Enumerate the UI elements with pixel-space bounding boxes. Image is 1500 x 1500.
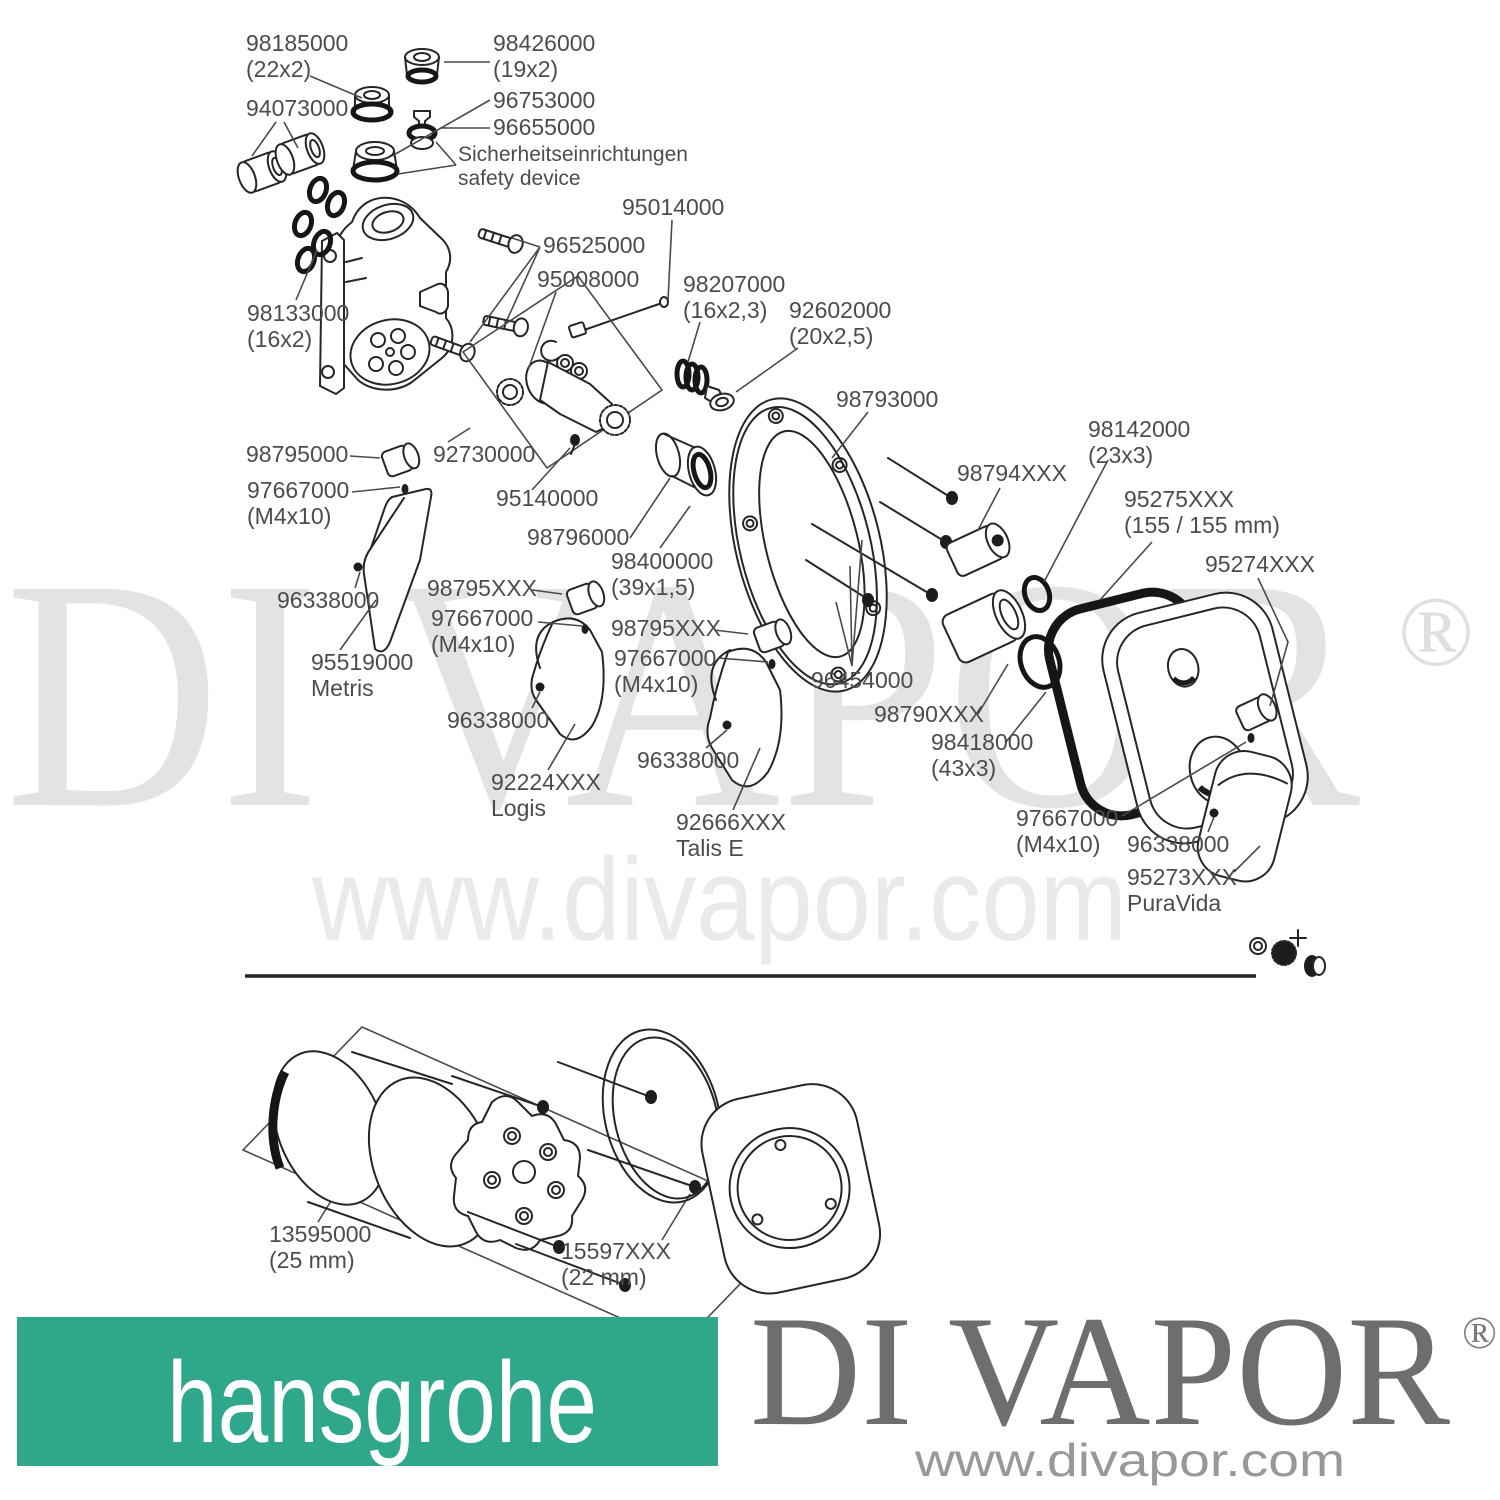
- bushing-94073000-drawing: [236, 132, 326, 194]
- cylinder-98794xxx-drawing: [945, 522, 1011, 577]
- hansgrohe-logo-background: [17, 1317, 718, 1466]
- cap-98795xxx-logis-drawing: [565, 580, 606, 616]
- part-label-98795xxx-logis: 98795XXX: [427, 575, 537, 601]
- part-label-97667000-puravida: 97667000 (M4x10): [1016, 805, 1119, 858]
- disc-92602000-drawing: [709, 392, 735, 412]
- part-label-98790xxx: 98790XXX: [874, 701, 984, 727]
- cap-98795000-drawing: [380, 442, 421, 478]
- part-label-96338000-puravida: 96338000: [1127, 831, 1230, 857]
- divapor-logo-reg-mark: ®: [1462, 1307, 1497, 1358]
- part-label-98794xxx: 98794XXX: [957, 460, 1067, 486]
- oring-15597xxx-drawing: [601, 1028, 723, 1204]
- part-label-98207000: 98207000 (16x2,3): [683, 271, 786, 324]
- grommet-96753000-drawing: [350, 141, 400, 183]
- part-label-96525000: 96525000: [543, 232, 646, 258]
- part-label-98142000: 98142000 (23x3): [1088, 416, 1191, 469]
- basic-set-13595000-drawing: [241, 1026, 802, 1346]
- grommet-98185000-drawing: [350, 86, 394, 123]
- label-safety-device: Sicherheitseinrichtungen safety device: [458, 143, 688, 191]
- sleeve-98796000-drawing: [654, 432, 718, 497]
- part-label-95008000: 95008000: [537, 266, 640, 292]
- oring-98142000-drawing: [1021, 575, 1053, 613]
- flange-98793000-drawing: [728, 397, 888, 693]
- watermark-reg-mark: ®: [1398, 576, 1474, 687]
- part-label-94073000: 94073000: [246, 95, 349, 121]
- part-label-96338000-talis: 96338000: [637, 747, 740, 773]
- part-label-96338000-metris: 96338000: [277, 587, 380, 613]
- part-label-97667000-logis: 97667000 (M4x10): [431, 605, 534, 658]
- watermark-url-text: www.divapor.com: [311, 834, 1127, 966]
- safety-device-96655000-drawing: [406, 110, 438, 150]
- spindle-95014000-drawing: [568, 296, 669, 339]
- part-label-98795000: 98795000: [246, 441, 349, 467]
- leader-lines: [251, 61, 1289, 1241]
- o-rings-98133000-drawing: [291, 175, 348, 275]
- part-label-98185000: 98185000 (22x2): [246, 30, 349, 83]
- escutcheon-drawing: [700, 1083, 882, 1295]
- part-label-95274xxx: 95274XXX: [1205, 551, 1315, 577]
- ribbed-98207000-drawing: [674, 358, 724, 405]
- valve-body-drawing: [319, 196, 454, 395]
- handle-metris-drawing: [362, 487, 433, 653]
- part-label-92730000: 92730000: [433, 441, 536, 467]
- part-label-98426000: 98426000 (19x2): [493, 30, 596, 83]
- part-label-92666xxx-talis: 92666XXX Talis E: [676, 809, 786, 862]
- handle-logis-drawing: [530, 617, 605, 741]
- part-label-92224xxx-logis: 92224XXX Logis: [491, 769, 601, 822]
- part-label-95140000: 95140000: [496, 485, 599, 511]
- part-label-98400000: 98400000 (39x1,5): [611, 548, 714, 601]
- part-label-95014000: 95014000: [622, 194, 725, 220]
- part-label-96753000: 96753000: [493, 87, 596, 113]
- divapor-url-text: www.divapor.com: [914, 1434, 1345, 1486]
- divapor-logo-text: DI VAPOR: [750, 1284, 1451, 1459]
- part-label-92602000: 92602000 (20x2,5): [789, 297, 892, 350]
- part-label-98418000: 98418000 (43x3): [931, 729, 1034, 782]
- screws-96454000-drawing: [805, 457, 958, 607]
- part-label-98795xxx-talis: 98795XXX: [611, 615, 721, 641]
- grease-kit-icon: [1249, 929, 1326, 977]
- sleeve-98790xxx-drawing: [941, 589, 1027, 664]
- grub-dots-96338000-drawing: [353, 562, 1219, 818]
- part-label-98793000: 98793000: [836, 386, 939, 412]
- oring-98418000-drawing: [1017, 634, 1063, 690]
- part-label-97667000-talis: 97667000 (M4x10): [614, 645, 717, 698]
- cartridge-92730000-drawing: [461, 274, 664, 470]
- cap-98795xxx-talis-drawing: [752, 618, 793, 654]
- hansgrohe-logo-text: hansgrohe: [167, 1339, 597, 1467]
- cap-98426000-drawing: [404, 48, 440, 85]
- part-label-96454000: 96454000: [811, 667, 914, 693]
- set-screws-97667000-drawing: [401, 484, 1255, 743]
- part-label-95273xxx-puravida: 95273XXX PuraVida: [1127, 864, 1237, 917]
- part-label-95519000-metris: 95519000 Metris: [311, 649, 414, 702]
- part-label-98133000: 98133000 (16x2): [247, 300, 350, 353]
- part-label-15597xxx: 15597XXX (22 mm): [561, 1238, 671, 1291]
- handle-puravida-drawing: [1196, 750, 1293, 883]
- part-label-97667000-metris: 97667000 (M4x10): [247, 477, 350, 530]
- part-label-96655000: 96655000: [493, 114, 596, 140]
- part-label-13595000: 13595000 (25 mm): [269, 1221, 372, 1274]
- part-label-96338000-logis: 96338000: [447, 707, 550, 733]
- part-label-95275xxx: 95275XXX (155 / 155 mm): [1124, 486, 1280, 539]
- part-label-98796000: 98796000: [527, 524, 630, 550]
